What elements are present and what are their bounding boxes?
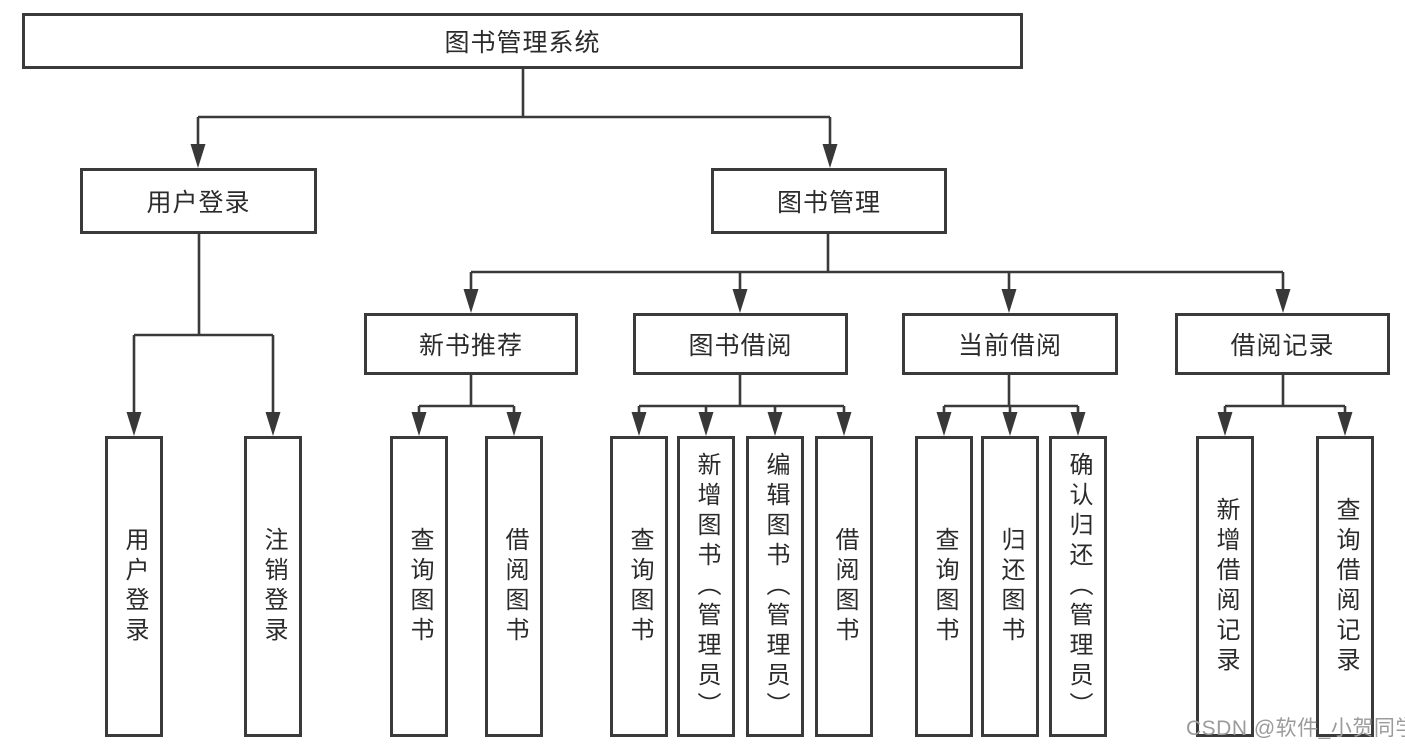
connector-rec-to-children [411, 375, 522, 436]
node-new-book-recommendation: 新书推荐 [364, 313, 578, 375]
connector-current-to-children [936, 375, 1086, 436]
connector-records-to-children [1217, 375, 1353, 436]
node-leaf-confirm-return-admin: 确认归还（管理员） [1049, 436, 1107, 737]
connector-borrow-to-children [631, 375, 852, 436]
node-leaf-user-login: 用户登录 [105, 436, 163, 737]
node-leaf-rec-borrow-books: 借阅图书 [485, 436, 543, 737]
node-leaf-add-borrow-record: 新增借阅记录 [1196, 436, 1254, 737]
node-library-management-system: 图书管理系统 [22, 13, 1023, 69]
node-leaf-current-query-books: 查询图书 [915, 436, 973, 737]
node-book-borrowing: 图书借阅 [633, 313, 848, 375]
node-user-login: 用户登录 [80, 168, 317, 234]
node-borrowing-records: 借阅记录 [1175, 313, 1390, 375]
connector-mgmt-to-level3 [463, 234, 1291, 313]
node-leaf-return-books: 归还图书 [981, 436, 1039, 737]
node-leaf-edit-books-admin: 编辑图书（管理员） [746, 436, 804, 737]
node-current-borrowing: 当前借阅 [902, 313, 1118, 375]
node-label: 新书推荐 [418, 332, 523, 360]
connector-login-to-children [126, 234, 281, 436]
node-leaf-logout: 注销登录 [244, 436, 302, 737]
node-label: 当前借阅 [957, 332, 1062, 360]
node-leaf-add-books-admin: 新增图书（管理员） [677, 436, 735, 737]
node-label: 借阅记录 [1230, 332, 1335, 360]
node-leaf-query-borrow-record: 查询借阅记录 [1316, 436, 1374, 737]
node-label: 图书管理系统 [444, 29, 601, 57]
node-label: 图书管理 [776, 189, 881, 217]
node-leaf-borrow-books: 借阅图书 [815, 436, 873, 737]
node-label: 用户登录 [146, 189, 251, 217]
node-leaf-rec-query-books: 查询图书 [390, 436, 448, 737]
node-leaf-borrow-query-books: 查询图书 [610, 436, 668, 737]
connector-root-to-level2 [190, 69, 838, 168]
node-label: 图书借阅 [688, 332, 793, 360]
csdn-watermark: CSDN @软件_小贺同学 [1186, 717, 1405, 740]
node-book-management: 图书管理 [711, 168, 947, 234]
